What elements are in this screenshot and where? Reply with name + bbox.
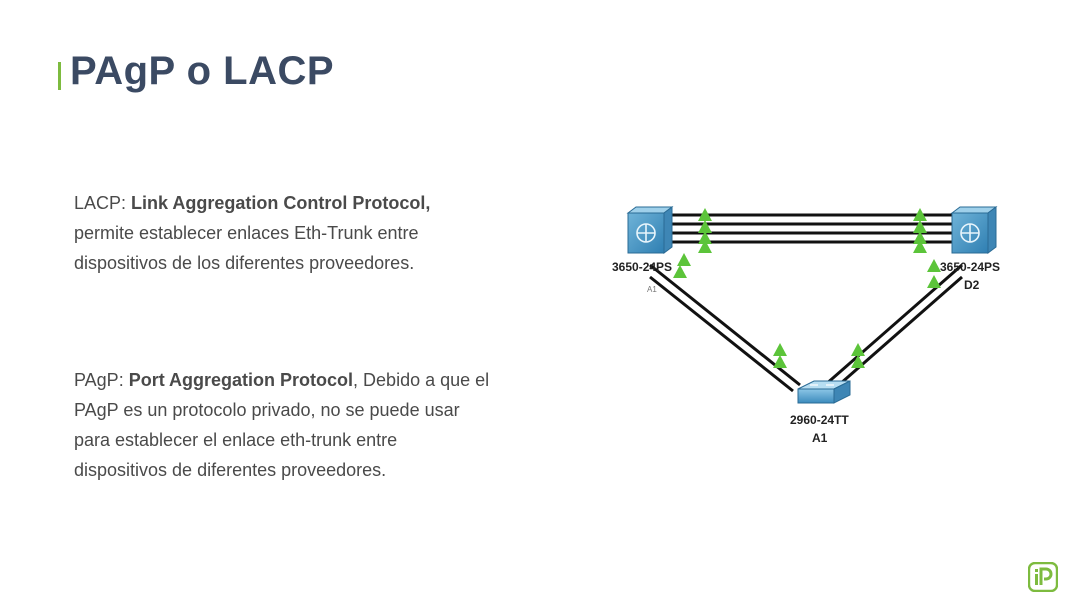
- trunk-links-left: [649, 263, 801, 393]
- link-up-icon: [773, 343, 787, 356]
- network-topology-diagram: 3650-24PS 3650-24PS D2 A1 2960-24TT A1: [612, 206, 1000, 445]
- link-up-icon: [698, 220, 712, 233]
- link-label: A1: [647, 285, 657, 294]
- link-up-icon: [851, 343, 865, 356]
- link-up-icon: [773, 355, 787, 368]
- link-up-icon: [698, 240, 712, 253]
- link-up-icon: [698, 208, 712, 221]
- link-status-indicators: [673, 208, 941, 368]
- pagp-description: PAgP: Port Aggregation Protocol, Debido …: [74, 365, 494, 485]
- link-up-icon: [913, 231, 927, 244]
- link-up-icon: [698, 231, 712, 244]
- lacp-description: LACP: Link Aggregation Control Protocol,…: [74, 188, 494, 278]
- switch-right-name: D2: [964, 278, 980, 292]
- trunk-links-right: [824, 263, 963, 393]
- link-up-icon: [913, 208, 927, 221]
- pagp-term: Port Aggregation Protocol: [128, 370, 354, 390]
- link-up-icon: [913, 240, 927, 253]
- switch-bottom-name: A1: [812, 431, 828, 445]
- access-switch-icon: [797, 380, 851, 404]
- link-up-icon: [927, 259, 941, 272]
- multilayer-switch-icon: [950, 206, 998, 254]
- switch-left-model: 3650-24PS: [612, 260, 672, 274]
- multilayer-switch-icon: [626, 206, 674, 254]
- switch-right-model: 3650-24PS: [940, 260, 1000, 274]
- title-accent-bar: [58, 62, 61, 90]
- pagp-label: PAgP:: [74, 370, 129, 390]
- slide-title: PAgP o LACP: [70, 49, 335, 93]
- lacp-term: Link Aggregation Control Protocol,: [131, 193, 431, 213]
- lacp-text: permite establecer enlaces Eth-Trunk ent…: [74, 223, 419, 273]
- link-up-icon: [677, 253, 691, 266]
- switch-bottom-model: 2960-24TT: [790, 413, 849, 427]
- link-up-icon: [673, 265, 687, 278]
- lacp-label: LACP:: [74, 193, 132, 213]
- link-up-icon: [851, 355, 865, 368]
- link-up-icon: [927, 275, 941, 288]
- ip-logo-icon: [1028, 562, 1058, 592]
- pagp-text: , Debido a que el PAgP es un protocolo p…: [74, 370, 490, 480]
- link-up-icon: [913, 220, 927, 233]
